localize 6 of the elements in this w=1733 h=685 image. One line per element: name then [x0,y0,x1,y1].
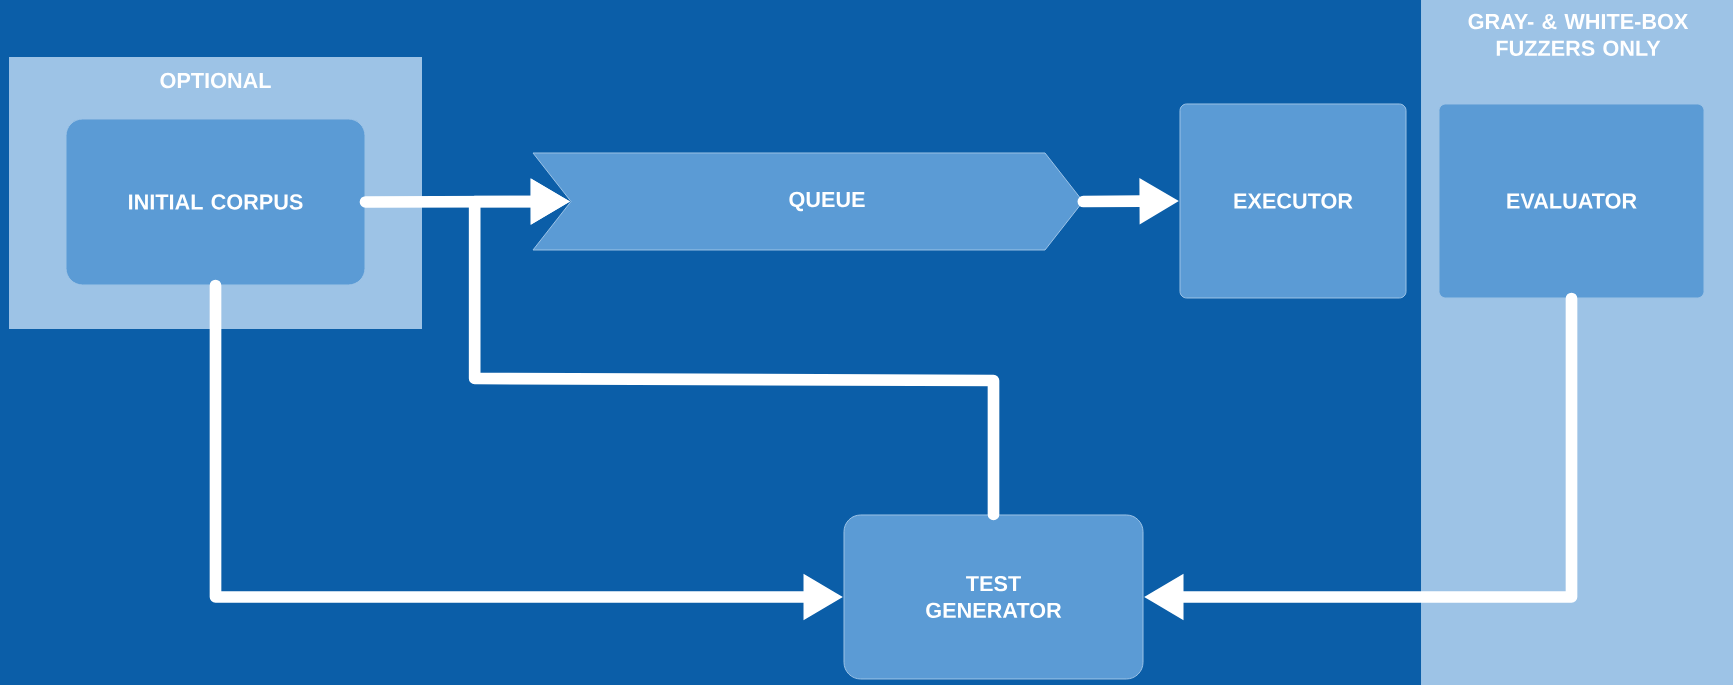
process-box: EXECUTOR [1179,103,1407,299]
arrow [468,178,1000,521]
process-box: EVALUATOR [1438,103,1705,299]
rounded-box: TEST GENERATOR [843,514,1144,680]
rounded-box: INITIAL CORPUS [65,118,366,286]
queue-chevron: QUEUE [532,152,1084,251]
